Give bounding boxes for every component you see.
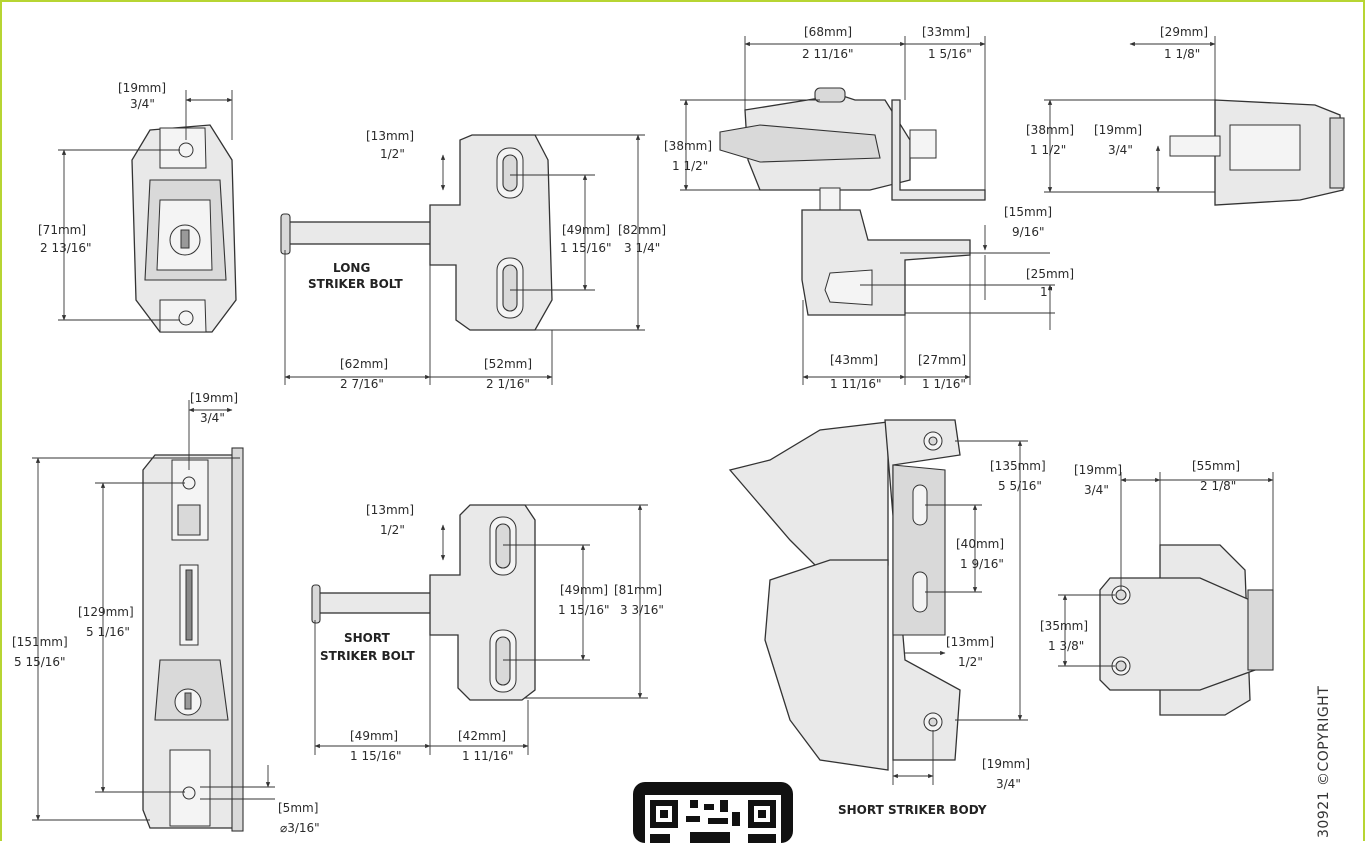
- dim-short-body-in: 1 11/16": [462, 749, 514, 763]
- dim-long-lock-w-mm: [19mm]: [190, 391, 238, 405]
- qr-code: [633, 782, 793, 843]
- dim-long-slot-mm: [13mm]: [366, 129, 414, 143]
- striker-body-end-view: [1099, 544, 1274, 716]
- dim-top-right-h2-in: 3/4": [1108, 143, 1133, 157]
- dim-lock-height-mm: [71mm]: [38, 223, 86, 237]
- dim-long-holes-mm: [49mm]: [562, 223, 610, 237]
- dim-body-h-in: 5 5/16": [998, 479, 1042, 493]
- dim-mid-b-in: 1": [1040, 285, 1053, 299]
- dim-top-side-a-in: 2 11/16": [802, 47, 854, 61]
- dim-long-body-mm: [52mm]: [484, 357, 532, 371]
- dim-short-holes-mm: [49mm]: [560, 583, 608, 597]
- dim-right-c-mm: [35mm]: [1040, 619, 1088, 633]
- dim-body-w-in: 3/4": [996, 777, 1021, 791]
- dim-long-height-mm: [82mm]: [618, 223, 666, 237]
- dim-top-side-h-mm: [38mm]: [664, 139, 712, 153]
- dim-body-gap-in: 1/2": [958, 655, 983, 669]
- dim-mid-d-in: 1 1/16": [922, 377, 966, 391]
- dim-top-side-b-mm: [33mm]: [922, 25, 970, 39]
- dim-long-slot-in: 1/2": [380, 147, 405, 161]
- dim-long-lock-hole-mm: [5mm]: [278, 801, 318, 815]
- dim-lock-height-in: 2 13/16": [40, 241, 92, 255]
- dim-short-slot-mm: [13mm]: [366, 503, 414, 517]
- dim-top-right-h-mm: [38mm]: [1026, 123, 1074, 137]
- dim-right-b-mm: [55mm]: [1192, 459, 1240, 473]
- dim-lock-top-width-in: 3/4": [130, 97, 155, 111]
- dim-long-lock-w-in: 3/4": [200, 411, 225, 425]
- dim-mid-c-in: 1 11/16": [830, 377, 882, 391]
- dim-long-lock-h-in: 5 15/16": [14, 655, 66, 669]
- dimension-labels: [19mm] 3/4" [71mm] 2 13/16" [13mm] 1/2" …: [12, 25, 1240, 835]
- dim-top-side-b-in: 1 5/16": [928, 47, 972, 61]
- dim-mid-c-mm: [43mm]: [830, 353, 878, 367]
- copyright-notice: 30921 ©COPYRIGHT: [1316, 685, 1332, 838]
- dim-top-right-h2-mm: [19mm]: [1094, 123, 1142, 137]
- dim-right-b-in: 2 1/8": [1200, 479, 1236, 493]
- short-striker-body-drawing: [728, 419, 961, 771]
- dim-long-lock-hole-in: ⌀3/16": [280, 821, 320, 835]
- dim-long-body-in: 2 1/16": [486, 377, 530, 391]
- dim-short-bolt-in: 1 15/16": [350, 749, 402, 763]
- dim-right-a-in: 3/4": [1084, 483, 1109, 497]
- dim-long-height-in: 3 1/4": [624, 241, 660, 255]
- long-lock-front-view: [142, 447, 244, 832]
- dim-short-body-mm: [42mm]: [458, 729, 506, 743]
- short-striker-bolt-drawing: [311, 504, 536, 701]
- dim-long-bolt-in: 2 7/16": [340, 377, 384, 391]
- dim-top-right-w-mm: [29mm]: [1160, 25, 1208, 39]
- dim-body-w-mm: [19mm]: [982, 757, 1030, 771]
- label-short-striker-1: SHORT: [344, 631, 391, 645]
- dimension-lines: [32, 36, 1274, 821]
- dim-long-lock-h-mm: [151mm]: [12, 635, 68, 649]
- dim-short-bolt-mm: [49mm]: [350, 729, 398, 743]
- dim-lock-top-width-mm: [19mm]: [118, 81, 166, 95]
- lock-end-view: [1169, 99, 1345, 206]
- dim-top-side-a-mm: [68mm]: [804, 25, 852, 39]
- label-short-striker-body: SHORT STRIKER BODY: [838, 803, 987, 817]
- dim-short-holes-in: 1 15/16": [558, 603, 610, 617]
- dim-top-right-w-in: 1 1/8": [1164, 47, 1200, 61]
- dim-body-h-mm: [135mm]: [990, 459, 1046, 473]
- dim-top-side-h-in: 1 1/2": [672, 159, 708, 173]
- label-long-striker-2: STRIKER BOLT: [308, 277, 403, 291]
- dim-right-a-mm: [19mm]: [1074, 463, 1122, 477]
- lock-side-view: [719, 87, 986, 316]
- dim-mid-a-mm: [15mm]: [1004, 205, 1052, 219]
- dim-mid-a-in: 9/16": [1012, 225, 1044, 239]
- dim-long-holes-in: 1 15/16": [560, 241, 612, 255]
- lock-front-view: [131, 124, 237, 333]
- label-long-striker-1: LONG: [333, 261, 370, 275]
- dim-short-height-in: 3 3/16": [620, 603, 664, 617]
- dim-long-lock-holes-mm: [129mm]: [78, 605, 134, 619]
- dim-short-slot-in: 1/2": [380, 523, 405, 537]
- dim-long-lock-holes-in: 5 1/16": [86, 625, 130, 639]
- long-striker-bolt-drawing: [280, 134, 553, 331]
- dim-body-slot-mm: [40mm]: [956, 537, 1004, 551]
- dim-top-right-h-in: 1 1/2": [1030, 143, 1066, 157]
- dim-body-gap-mm: [13mm]: [946, 635, 994, 649]
- dim-short-height-mm: [81mm]: [614, 583, 662, 597]
- dim-right-c-in: 1 3/8": [1048, 639, 1084, 653]
- dim-mid-d-mm: [27mm]: [918, 353, 966, 367]
- dim-mid-b-mm: [25mm]: [1026, 267, 1074, 281]
- dim-body-slot-in: 1 9/16": [960, 557, 1004, 571]
- label-short-striker-2: STRIKER BOLT: [320, 649, 415, 663]
- dim-long-bolt-mm: [62mm]: [340, 357, 388, 371]
